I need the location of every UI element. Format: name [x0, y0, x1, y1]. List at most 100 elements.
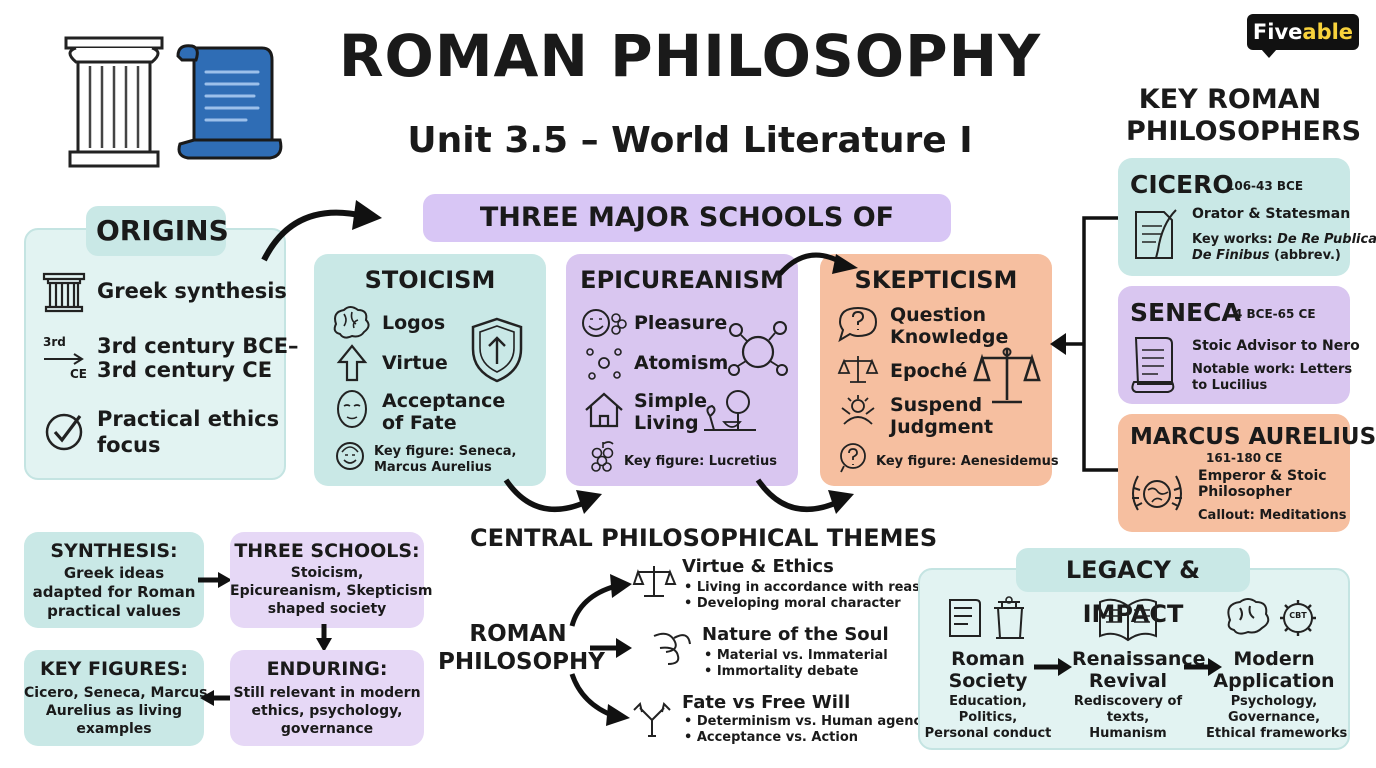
column-icon — [62, 30, 166, 174]
theme-soul-bullet-2: • Immortality debate — [704, 664, 859, 679]
stoicism-key-figure: Key figure: Seneca, Marcus Aurelius — [374, 444, 517, 475]
three-schools-title: THREE SCHOOLS: — [234, 540, 420, 562]
theme-arrows — [560, 570, 634, 734]
origins-item-practical-ethics: Practical ethics focus — [97, 407, 280, 457]
brain-icon — [330, 306, 370, 342]
right-arrow-icon — [42, 350, 86, 369]
stoicism-item-acceptance: Acceptance of Fate — [382, 390, 506, 434]
scroll-icon — [172, 38, 284, 170]
legacy-stage-renaissance-title: Renaissance Revival — [1072, 648, 1206, 692]
key-figures-title: KEY FIGURES: — [39, 658, 189, 680]
three-schools-text: Stoicism, Epicureanism, Skepticism shape… — [230, 565, 433, 617]
epicureanism-item-pleasure: Pleasure — [634, 312, 728, 334]
marcus-role: Emperor & Stoic Philosopher — [1198, 468, 1327, 500]
skepticism-key-figure: Key figure: Aenesidemus — [876, 454, 1059, 469]
synthesis-box — [24, 532, 204, 628]
seneca-role: Stoic Advisor to Nero — [1192, 338, 1360, 354]
epicureanism-key-figure: Key figure: Lucretius — [624, 454, 777, 469]
origins-item-greek-synthesis: Greek synthesis — [97, 279, 287, 303]
epicureanism-card — [566, 254, 798, 486]
brand-text-accent: able — [1302, 20, 1354, 44]
legacy-stage-renaissance-text: Rediscovery of texts, Humanism — [1073, 694, 1183, 741]
seneca-dates: 4 BCE-65 CE — [1234, 307, 1316, 321]
grapes-icon — [588, 440, 618, 480]
arrow-epi-to-skep-bottom-icon — [752, 472, 862, 526]
house-icon — [582, 390, 626, 434]
brand-text: Fiveable — [1252, 20, 1354, 44]
bracket-connector — [1048, 214, 1120, 484]
theme-soul-bullet-1: • Material vs. Immaterial — [704, 648, 888, 663]
enduring-text: Still relevant in modern ethics, psychol… — [233, 685, 421, 737]
epicureanism-item-atomism: Atomism — [634, 352, 729, 374]
century-glyph-top: 3rd — [43, 335, 66, 349]
open-book-icon — [1096, 596, 1160, 646]
origins-title: ORIGINS — [86, 206, 229, 256]
arrow-legacy-2-icon — [1182, 656, 1224, 682]
page-title: ROMAN PHILOSOPHY — [338, 22, 1042, 90]
arrow-epi-to-skep-icon — [776, 244, 862, 288]
theme-fate-bullet-1: • Determinism vs. Human agency — [684, 714, 930, 729]
scales-icon — [632, 562, 677, 606]
greek-column-icon — [42, 270, 86, 316]
fork-arrows-icon — [632, 696, 672, 742]
skepticism-title: SKEPTICISM — [854, 266, 1018, 294]
origins-item-century: 3rd century BCE– 3rd century CE — [97, 334, 299, 382]
arrow-stoic-to-epi-icon — [500, 472, 610, 526]
enduring-box — [230, 650, 424, 746]
skepticism-item-suspend: Suspend Judgment — [890, 394, 994, 438]
atom-icon — [584, 344, 624, 386]
theme-virtue-bullet-2: • Developing moral character — [684, 596, 901, 611]
shield-icon — [468, 316, 526, 388]
cicero-name: CICERO — [1130, 170, 1234, 199]
schools-title: THREE MAJOR SCHOOLS OF THOUGHT — [423, 194, 951, 281]
bust-icon — [334, 440, 366, 478]
cicero-works: Key works: De Re Publica, De Finibus (ab… — [1192, 232, 1376, 264]
up-arrow-icon — [336, 344, 368, 388]
theme-fate-title: Fate vs Free Will — [682, 692, 851, 713]
face-icon — [334, 388, 370, 434]
skepticism-item-epoche: Epoché — [890, 360, 968, 382]
cbt-label: CBT — [1289, 611, 1307, 620]
arrow-schools-to-enduring-icon — [314, 622, 334, 658]
question-bubble-icon — [836, 304, 880, 348]
scroll-podium-icon — [946, 596, 1030, 646]
theme-virtue-title: Virtue & Ethics — [682, 556, 834, 577]
epicureanism-item-simple-living: Simple Living — [634, 390, 707, 434]
philosophers-title: KEY ROMAN PHILOSOPHERS — [1126, 84, 1362, 147]
seneca-name: SENECA — [1130, 298, 1241, 327]
theme-soul-title: Nature of the Soul — [702, 624, 889, 645]
question-head-icon — [838, 442, 868, 478]
balance-small-icon — [837, 352, 879, 390]
legacy-title: LEGACY & IMPACT — [1016, 548, 1250, 628]
cicero-works-titles: De Re Publica, De Finibus — [1192, 232, 1376, 263]
fiveable-logo: Fiveable — [1247, 14, 1359, 58]
legacy-stage-modern-text: Psychology, Governance, Ethical framewor… — [1206, 694, 1348, 741]
marcus-callout: Callout: Meditations — [1198, 508, 1347, 523]
balance-scale-icon — [973, 344, 1041, 412]
page-subtitle: Unit 3.5 – World Literature I — [407, 120, 973, 161]
soul-wisp-icon — [650, 628, 694, 672]
stoicism-item-logos: Logos — [382, 312, 446, 334]
century-glyph-bottom: CE — [70, 367, 88, 381]
curved-arrow-icon — [256, 196, 386, 270]
legacy-stage-roman-text: Education, Politics, Personal conduct — [924, 694, 1052, 741]
origins-panel — [24, 228, 286, 480]
legacy-panel — [918, 568, 1350, 750]
cicero-role: Orator & Statesman — [1192, 206, 1351, 222]
themes-title: CENTRAL PHILOSOPHICAL THEMES — [470, 524, 938, 552]
key-figures-box — [24, 650, 204, 746]
three-schools-box — [230, 532, 424, 628]
synthesis-title: SYNTHESIS: — [50, 540, 178, 562]
cicero-works-suffix: (abbrev.) — [1269, 248, 1341, 263]
arrow-synthesis-to-schools-icon — [196, 570, 234, 594]
letter-scroll-icon — [1130, 334, 1178, 398]
cicero-works-label: Key works: — [1192, 232, 1278, 247]
stoicism-item-virtue: Virtue — [382, 352, 448, 374]
marcus-card — [1118, 414, 1350, 532]
synthesis-text: Greek ideas adapted for Roman practical … — [32, 564, 196, 620]
theme-fate-bullet-2: • Acceptance vs. Action — [684, 730, 859, 745]
molecule-icon — [724, 318, 790, 384]
cicero-dates: 106-43 BCE — [1226, 179, 1304, 193]
stoicism-title: STOICISM — [364, 266, 496, 294]
tree-bowl-icon — [700, 388, 758, 438]
